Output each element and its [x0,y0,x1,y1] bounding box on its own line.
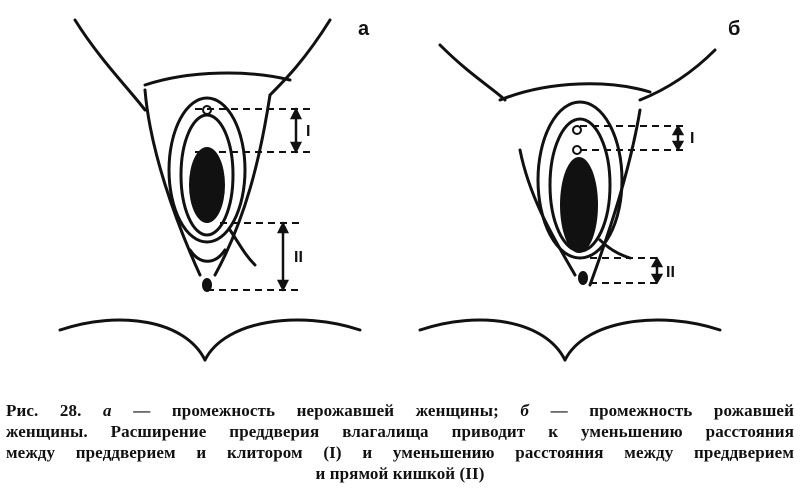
vestibule-shape-b [560,157,598,253]
caption-line-2: женщины. Расширение преддверия влагалища… [6,422,794,441]
panel-label-b: б [728,18,741,40]
anatomical-diagram: I II [58,18,722,362]
dimension-label-b-II: II [666,264,675,281]
caption-marker-a: а [103,401,112,420]
caption-text-b: — промежность рожавшей [550,401,794,420]
figure-number: Рис. 28. [6,401,82,420]
anus-marker-a [202,278,212,292]
dimension-label-a-I: I [306,123,310,140]
vestibule-shape-a [189,147,225,223]
caption-line-4: и прямой кишкой (II) [315,464,485,483]
caption-line-1: Рис. 28. а — промежность нерожавшей женщ… [6,400,794,421]
caption-marker-b: б [520,401,529,420]
dimension-label-a-II: II [294,249,303,266]
caption-line-3: между преддверием и клитором (I) и умень… [6,443,794,462]
anus-marker-b [578,271,588,285]
caption-text-a: — промежность нерожавшей женщины; [133,401,499,420]
dimension-label-b-I: I [690,130,694,147]
figure-28: I II [58,18,741,362]
panel-label-a: а [358,18,370,40]
figure-caption: Рис. 28. а — промежность нерожавшей женщ… [6,400,794,484]
